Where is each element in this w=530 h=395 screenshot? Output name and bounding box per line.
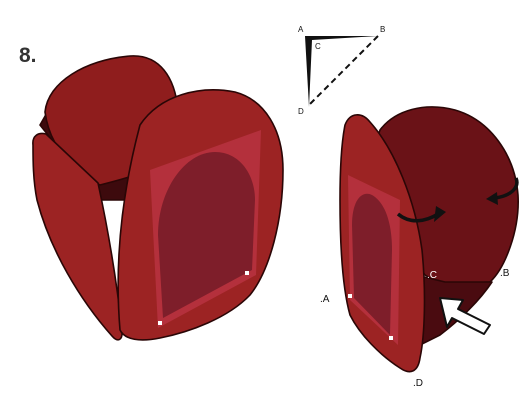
right-label-c: .C <box>427 270 437 281</box>
key-label-c: C <box>315 42 321 51</box>
left-window-dot <box>158 321 162 325</box>
right-window-dot <box>348 294 352 298</box>
left-window-dot <box>245 271 249 275</box>
key-label-b: B <box>380 25 385 34</box>
right-figure <box>340 107 518 372</box>
key-label-a: A <box>298 25 303 34</box>
right-label-a: .A <box>320 294 329 305</box>
right-label-d: .D <box>413 378 423 389</box>
key-label-d: D <box>298 107 304 116</box>
right-label-b: .B <box>500 268 509 279</box>
right-window-dot <box>389 336 393 340</box>
step-number: 8. <box>19 44 37 68</box>
left-figure <box>33 56 283 340</box>
